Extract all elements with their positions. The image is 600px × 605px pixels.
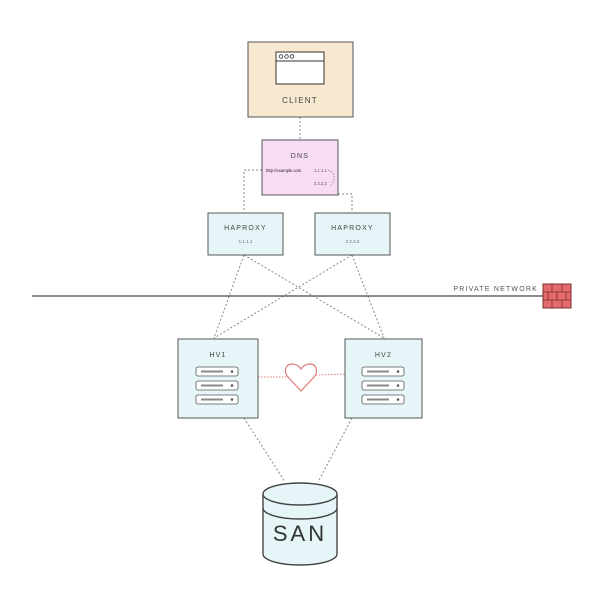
heartbeat-heart-icon [284,363,318,392]
haproxy2-label: HAPROXY [331,225,374,232]
haproxy1-node: HAPROXY 1.1.1.1 [207,212,284,256]
dns-node: DNS http://example.com 1.1.1.1 2.2.2.2 [261,139,339,196]
haproxy1-label: HAPROXY [224,225,267,232]
connector-hv2-san [317,417,353,483]
haproxy2-node: HAPROXY 2.2.2.2 [314,212,391,256]
private-network-label: PRIVATE NETWORK [453,286,538,293]
dns-loop-arrow [327,169,335,187]
client-node: CLIENT [247,41,354,118]
hv2-server-icon [361,366,405,405]
connector-dns-haproxy2 [330,193,353,212]
connector-dns-haproxy1 [243,169,262,212]
haproxy2-ip: 2.2.2.2 [346,239,360,244]
hv2-label: HV2 [375,352,392,359]
hv2-node: HV2 [344,338,423,419]
database-icon [262,482,338,566]
hv1-node: HV1 [177,338,259,419]
dns-ip1: 1.1.1.1 [314,168,327,173]
haproxy1-ip: 1.1.1.1 [239,239,253,244]
san-label: SAN [273,521,327,546]
browser-window-icon [275,51,325,85]
heartbeat-link [258,363,346,392]
dns-ip2: 2.2.2.2 [314,181,327,186]
connector-hv1-san [243,417,286,483]
firewall-icon [542,283,572,309]
san-node: SAN [262,482,338,566]
dns-url: http://example.com [266,168,302,173]
hv1-server-icon [195,366,239,405]
hv1-label: HV1 [209,352,226,359]
dns-label: DNS [291,153,309,160]
client-label: CLIENT [282,96,318,105]
